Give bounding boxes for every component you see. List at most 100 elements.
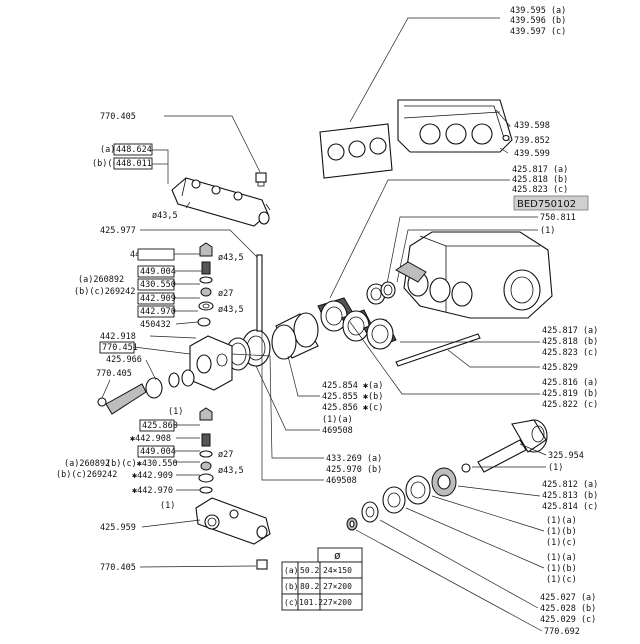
label-1f-c: (1)(c) xyxy=(546,575,577,585)
label-430550: 430.550 xyxy=(140,280,176,290)
dimension-table: ø (a) 50.2 24×150 (b) 80.2 27×200 (c) 10… xyxy=(281,547,363,611)
box-442908 xyxy=(137,248,175,261)
label-dia435-c: ø43,5 xyxy=(218,305,244,315)
gasket-plate xyxy=(319,123,393,179)
label-dia27: ø27 xyxy=(218,289,233,299)
label-1-top: (1) xyxy=(540,226,555,236)
label-269242: (b)(c)269242 xyxy=(74,287,135,297)
label-dia435-d: ø43,5 xyxy=(218,466,244,476)
label-425027: 425.027 (a) xyxy=(540,593,596,603)
table-row3-c1: 101.2 xyxy=(299,598,323,607)
label-439596: 439.596 (b) xyxy=(510,16,566,26)
ring-set-right xyxy=(346,467,457,531)
label-1e-b: (1)(b) xyxy=(546,527,577,537)
table-row1-c1: 50.2 xyxy=(300,566,319,575)
label-425822: 425.822 (c) xyxy=(542,400,598,410)
label-439595: 439.595 (a) xyxy=(510,6,566,16)
label-425970: 425.970 (b) xyxy=(326,465,382,475)
table-row2-c1: 80.2 xyxy=(300,582,319,591)
label-425817-b: 425.817 (a) xyxy=(542,326,598,336)
box-449004 xyxy=(137,265,175,278)
label-450432: 450432 xyxy=(140,320,171,330)
label-469508-a: 469508 xyxy=(322,426,353,436)
label-425816: 425.816 (a) xyxy=(542,378,598,388)
label-1-right: (1) xyxy=(548,463,563,473)
label-425812: 425.812 (a) xyxy=(542,480,598,490)
label-750811: 750.811 xyxy=(540,213,576,223)
label-425818b: 425.818 (b) xyxy=(512,175,568,185)
label-425977: 425.977 xyxy=(100,226,136,236)
box-430550 xyxy=(137,278,175,291)
label-425818-b: 425.818 (b) xyxy=(542,337,598,347)
table-symbol: ø xyxy=(334,549,341,562)
box-448624 xyxy=(113,143,153,156)
valve-block-mid xyxy=(145,335,233,399)
label-260892: (a)260892 xyxy=(78,275,124,285)
label-430550-b: (b)(c)✱430.550 xyxy=(106,459,178,469)
label-1-mid: (1) xyxy=(168,407,183,417)
label-442918: 442.918 xyxy=(100,332,136,342)
bolt-bottom xyxy=(256,559,268,570)
label-425966: 425.966 xyxy=(106,355,142,365)
label-a: (a) xyxy=(100,145,115,155)
label-260892-b: (a)260892 xyxy=(64,459,110,469)
label-442908-b: ✱442.908 xyxy=(130,434,171,444)
label-425029: 425.029 (c) xyxy=(540,615,596,625)
box-448011 xyxy=(113,157,153,170)
label-1a-mid: (1)(a) xyxy=(322,415,353,425)
label-425817a: 425.817 (a) xyxy=(512,165,568,175)
table-row2-c2: 27×200 xyxy=(323,582,352,591)
label-425823c: 425.823 (c) xyxy=(512,185,568,195)
manifold-bottom xyxy=(195,497,271,545)
label-442909: 442.909 xyxy=(140,294,176,304)
table-row1-c2: 24×150 xyxy=(323,566,352,575)
label-442970-b: ✱442.970 xyxy=(132,486,173,496)
label-425814: 425.814 (c) xyxy=(542,502,598,512)
seal-rings-upper xyxy=(366,281,396,305)
label-770692: 770.692 xyxy=(544,627,580,637)
reference-tag xyxy=(513,195,589,211)
valve-stack-upper xyxy=(197,242,214,327)
cover-housing xyxy=(397,99,513,153)
valve-stack-lower xyxy=(198,407,214,494)
long-rod xyxy=(256,254,263,332)
box-442909 xyxy=(137,292,175,305)
table-row1-key: (a) xyxy=(284,566,298,575)
label-425823-c: 425.823 (c) xyxy=(542,348,598,358)
label-439598: 439.598 xyxy=(514,121,550,131)
label-442970: 442.970 xyxy=(140,307,176,317)
label-425819: 425.819 (b) xyxy=(542,389,598,399)
piston-shaft xyxy=(477,419,548,473)
label-433269: 433.269 (a) xyxy=(326,454,382,464)
long-pin xyxy=(395,333,481,367)
cylinder-sleeve xyxy=(271,312,319,360)
seal-ring-mid xyxy=(225,329,271,371)
label-449004: 449.004 xyxy=(140,267,176,277)
label-1f-a: (1)(a) xyxy=(546,553,577,563)
label-325954: 325.954 xyxy=(548,451,584,461)
label-425860: 425.860 xyxy=(142,421,178,431)
label-448624: 448.624 xyxy=(116,145,152,155)
label-442909-b: ✱442.909 xyxy=(132,471,173,481)
box-770451 xyxy=(99,341,135,354)
box-442970 xyxy=(137,305,175,318)
lever-arm xyxy=(97,383,147,415)
table-row3-c2: 27×200 xyxy=(323,598,352,607)
label-1f-b: (1)(b) xyxy=(546,564,577,574)
cylinder-group xyxy=(317,297,397,350)
label-1-low: (1) xyxy=(160,501,175,511)
label-770405-top: 770.405 xyxy=(100,112,136,122)
label-425813: 425.813 (b) xyxy=(542,491,598,501)
table-row3-key: (c) xyxy=(284,598,298,607)
label-1e-c: (1)(c) xyxy=(546,538,577,548)
label-dia435-b: ø43,5 xyxy=(218,253,244,263)
label-770451: 770.451 xyxy=(102,343,138,353)
label-425829: 425.829 xyxy=(542,363,578,373)
label-448011: 448.011 xyxy=(116,159,152,169)
label-1e-a: (1)(a) xyxy=(546,516,577,526)
label-bc: (b)(c) xyxy=(92,159,123,169)
label-770405-mid: 770.405 xyxy=(96,369,132,379)
small-ring-right xyxy=(461,463,471,473)
